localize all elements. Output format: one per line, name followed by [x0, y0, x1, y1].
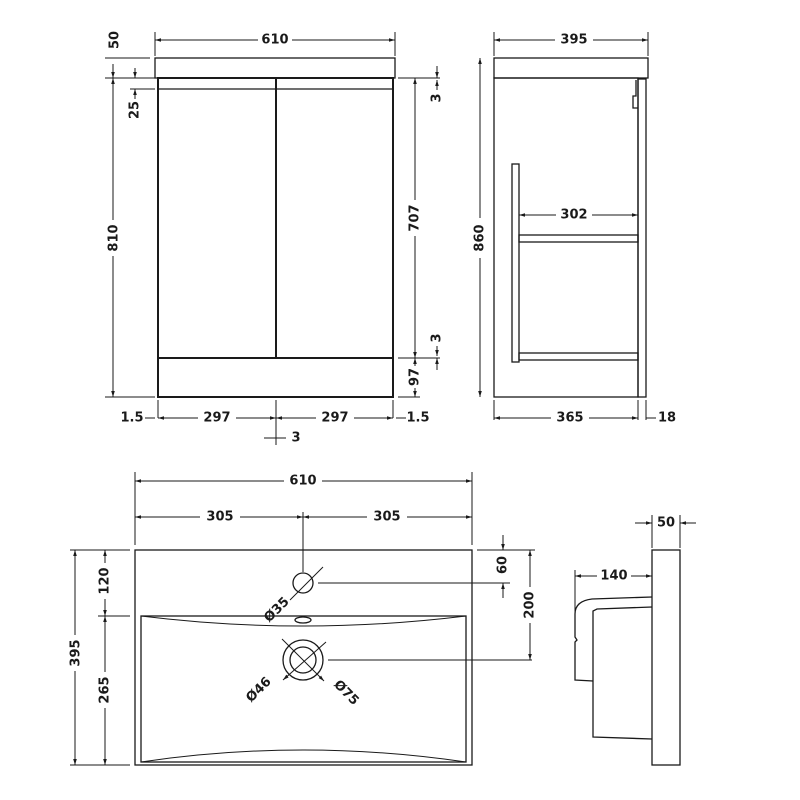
- dim-shelf-302: 302: [560, 208, 587, 223]
- dim-rail-25: 25: [128, 101, 143, 119]
- shelf: [518, 234, 639, 243]
- dim-plinth-97: 97: [408, 368, 423, 386]
- bowl-outline: [140, 615, 467, 763]
- dim-side-gap-right: 1.5: [406, 411, 429, 426]
- base-shelf: [518, 352, 639, 361]
- dim-door-707: 707: [408, 204, 423, 231]
- dim-waste-75: Ø75: [330, 677, 361, 708]
- dim-half-right-305: 305: [373, 510, 400, 525]
- front-view: 610 50 810 25 707 3 3 97 1.5 297 297: [105, 31, 445, 446]
- side-countertop: [493, 57, 649, 79]
- bowl-profile-outer: [574, 596, 653, 682]
- dim-265: 265: [98, 676, 113, 703]
- dim-door-left-297: 297: [203, 411, 230, 426]
- dim-200: 200: [523, 591, 538, 618]
- dim-top-50: 50: [108, 31, 123, 49]
- waste-inner: [289, 646, 317, 674]
- dim-half-left-305: 305: [206, 510, 233, 525]
- dim-gap-bottom-3: 3: [430, 333, 445, 342]
- waste-outer: [282, 639, 324, 681]
- overflow: [294, 616, 312, 624]
- countertop: [154, 57, 396, 79]
- dim-width-610: 610: [261, 33, 288, 48]
- basin-side-slab: [651, 549, 681, 766]
- side-door: [637, 78, 647, 398]
- dim-basin-depth-395: 395: [69, 639, 84, 666]
- basin-outline: [134, 549, 473, 766]
- dim-120: 120: [98, 567, 113, 594]
- basin-side-view: 50 140: [574, 515, 696, 766]
- dim-door-right-297: 297: [321, 411, 348, 426]
- side-back-panel: [511, 163, 520, 363]
- dim-center-gap-3: 3: [291, 431, 300, 446]
- dim-60: 60: [496, 556, 511, 574]
- bowl-profile-inner: [592, 606, 653, 740]
- side-view: 302 395 365 18 860: [473, 32, 676, 426]
- basin-plan-view: 610 305 305 395 120 265 60 200 Ø35 Ø46 Ø…: [67, 472, 538, 766]
- side-body: [493, 77, 639, 398]
- dim-waste-46: Ø46: [243, 674, 274, 705]
- dim-projection-140: 140: [600, 569, 627, 584]
- dim-door-18: 18: [658, 411, 676, 426]
- hinge: [632, 80, 638, 109]
- dim-body-365: 365: [556, 411, 583, 426]
- dim-height-810: 810: [107, 224, 122, 251]
- dim-gap-top-3: 3: [430, 93, 445, 102]
- dim-tap-hole-35: Ø35: [261, 594, 292, 625]
- dim-basin-width-610: 610: [289, 474, 316, 489]
- tap-hole: [292, 572, 314, 594]
- dim-depth-395: 395: [560, 33, 587, 48]
- dim-side-gap-left: 1.5: [120, 411, 143, 426]
- dim-slab-50: 50: [657, 516, 675, 531]
- bowl-rim-curve: [140, 615, 467, 627]
- dim-total-860: 860: [473, 224, 488, 251]
